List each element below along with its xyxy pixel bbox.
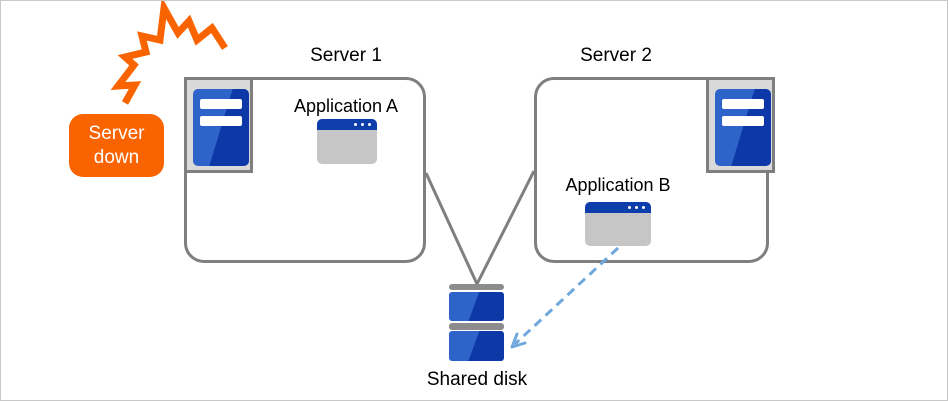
window-titlebar — [585, 202, 651, 213]
shared-disk-label: Shared disk — [426, 369, 528, 390]
shared-disk-icon — [449, 284, 504, 290]
application-b-window-icon — [585, 202, 651, 246]
window-dots-icon — [354, 123, 371, 126]
server-down-callout: Server down — [69, 114, 164, 177]
server2-title: Server 2 — [580, 45, 652, 66]
application-b-label: Application B — [565, 175, 671, 195]
failover-arrowhead — [510, 332, 527, 349]
server1-title: Server 1 — [310, 45, 382, 66]
shared-disk-icon — [449, 331, 504, 361]
server2-disk-line — [475, 170, 536, 285]
tower-slot-bar — [722, 99, 764, 109]
shared-disk-icon — [449, 323, 504, 330]
server1-tower-icon — [184, 77, 253, 173]
window-titlebar — [317, 119, 377, 130]
server1-disk-line — [424, 172, 479, 285]
window-dots-icon — [628, 206, 645, 209]
server-tower-glyph — [715, 89, 771, 166]
application-a-label: Application A — [293, 96, 399, 116]
application-a-window-icon — [317, 119, 377, 164]
server-tower-glyph — [193, 89, 249, 166]
tower-slot-bar — [200, 116, 242, 126]
tower-slot-bar — [722, 116, 764, 126]
shared-disk-icon — [449, 292, 504, 321]
server2-tower-icon — [706, 77, 775, 173]
tower-slot-bar — [200, 99, 242, 109]
server-down-callout-text: Server down — [88, 122, 145, 168]
